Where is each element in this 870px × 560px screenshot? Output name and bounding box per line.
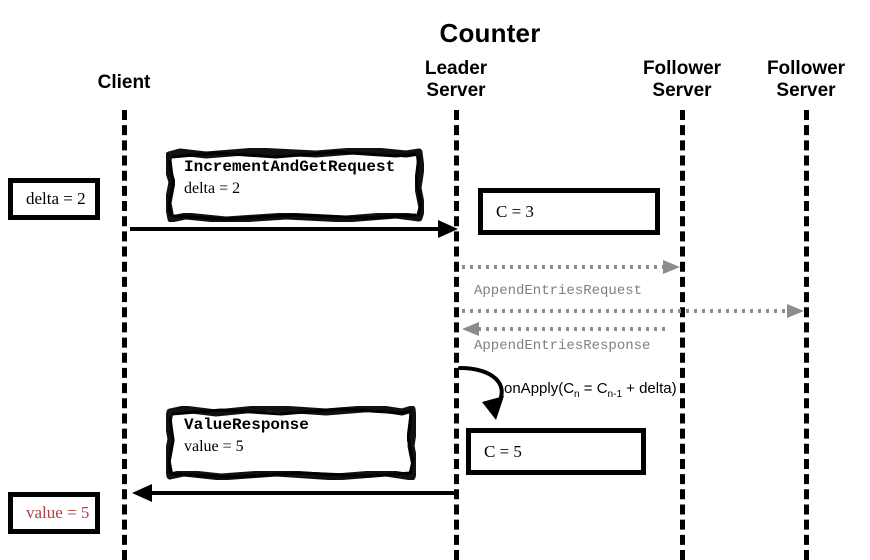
lifeline-leader (454, 110, 459, 560)
actor-header-follower-2: Follower Server (746, 58, 866, 102)
label-on-apply: onApply(Cn = Cn-1 + delta) (504, 380, 677, 400)
arrow-self-call-on-apply (458, 366, 504, 420)
leader-counter-after-box: C = 5 (466, 428, 646, 475)
message-box-increment-and-get-request: IncrementAndGetRequest delta = 2 (166, 148, 424, 222)
arrow-client-to-leader (130, 220, 458, 238)
arrow-leader-to-client (132, 484, 454, 502)
actor-header-follower-2-line1: Follower (766, 58, 846, 79)
message-title-value-response: ValueResponse (184, 416, 309, 434)
label-on-apply-suffix: + delta) (622, 380, 677, 397)
actor-header-client: Client (97, 72, 151, 93)
client-request-state-box: delta = 2 (8, 178, 100, 220)
actor-header-follower-1-line1: Follower (642, 58, 722, 79)
actor-header-leader-line1: Leader (424, 58, 488, 79)
message-sub-value-response: value = 5 (184, 438, 244, 455)
leader-counter-before-box: C = 3 (478, 188, 660, 235)
actor-header-follower-1: Follower Server (622, 58, 742, 102)
actor-header-leader-line2: Server (426, 80, 486, 101)
page-title: Counter (439, 18, 541, 48)
leader-counter-before-text: C = 3 (496, 201, 534, 221)
label-append-entries-response: AppendEntriesResponse (474, 338, 651, 354)
label-append-entries-request: AppendEntriesRequest (474, 283, 643, 299)
client-request-state-text: delta = 2 (26, 189, 86, 208)
label-on-apply-prefix: onApply(C (504, 380, 575, 397)
client-response-state-text: value = 5 (26, 503, 90, 522)
leader-counter-after-text: C = 5 (484, 441, 522, 461)
label-on-apply-sub1: n (574, 389, 580, 400)
lifeline-client (122, 110, 127, 560)
lifeline-follower-2 (804, 110, 809, 560)
lifeline-follower-1 (680, 110, 685, 560)
label-on-apply-sub2: n-1 (607, 389, 622, 400)
client-response-state-box: value = 5 (8, 492, 100, 534)
actor-header-leader: Leader Server (396, 58, 516, 102)
label-on-apply-mid: = C (579, 380, 608, 397)
message-title-increment-and-get-request: IncrementAndGetRequest (184, 158, 396, 176)
arrow-append-entries-request-follower-1 (462, 260, 680, 274)
arrow-append-entries-request-follower-2 (462, 304, 804, 318)
arrow-append-entries-response (462, 322, 668, 336)
message-box-value-response: ValueResponse value = 5 (166, 406, 416, 480)
actor-header-follower-1-line2: Server (652, 80, 712, 101)
message-sub-increment-and-get-request: delta = 2 (184, 180, 241, 197)
actor-header-follower-2-line2: Server (776, 80, 836, 101)
